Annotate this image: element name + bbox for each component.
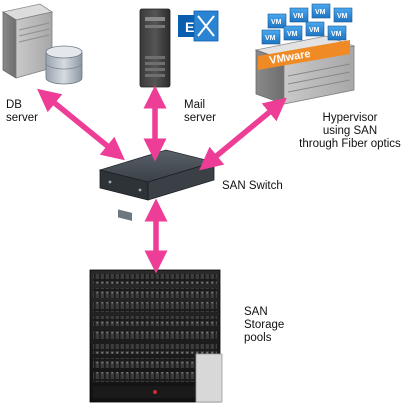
san-switch-label-text: SAN Switch	[222, 180, 283, 192]
vm-label: VM	[271, 19, 282, 26]
hypervisor-label: Hypervisor using SAN through Fiber optic…	[296, 112, 404, 151]
san-storage-array-icon	[89, 269, 223, 403]
db-server-label-line: DB	[6, 99, 22, 111]
exchange-badge-text: E	[185, 19, 194, 35]
mail-server-label: Mail server	[184, 99, 216, 125]
vm-label: VM	[309, 27, 320, 34]
db-server-label-line: server	[6, 112, 38, 124]
vm-label: VM	[287, 31, 298, 38]
san-storage-label-line: Storage	[244, 319, 285, 331]
vm-cube-icon: VM	[261, 29, 281, 45]
db-server-label: DB server	[6, 99, 38, 125]
storage-logo-icon	[153, 390, 157, 394]
vm-label: VM	[315, 9, 326, 16]
vm-label: VM	[265, 35, 276, 42]
hypervisor-label-line: through Fiber optics	[299, 138, 401, 150]
hypervisor-server-icon: VMware	[254, 35, 356, 105]
vm-cube-icon: VM	[283, 25, 303, 41]
mail-server-label-line: server	[184, 112, 216, 124]
db-server-icon	[1, 3, 83, 85]
vm-cube-icon: VM	[311, 3, 331, 19]
vm-label: VM	[293, 13, 304, 20]
san-storage-label-line: pools	[244, 332, 272, 344]
vm-cubes-icon: VM VM VM VM VM VM VM VM	[261, 3, 353, 45]
san-switch-label: SAN Switch	[222, 180, 283, 193]
vm-label: VM	[337, 13, 348, 20]
vm-cube-icon: VM	[333, 7, 353, 23]
connection-arrows	[37, 85, 287, 274]
san-switch-icon	[98, 149, 216, 221]
hypervisor-label-line: Hypervisor	[322, 112, 378, 124]
hypervisor-label-line: using SAN	[322, 125, 378, 137]
mail-server-label-line: Mail	[184, 99, 206, 111]
vm-cube-icon: VM	[267, 13, 287, 29]
vm-cube-icon: VM	[305, 21, 325, 37]
san-storage-label: SAN Storage pools	[244, 306, 284, 345]
arrow-hypervisor-to-switch	[199, 97, 287, 171]
mail-server-icon	[139, 8, 171, 88]
vm-cube-icon: VM	[327, 25, 347, 41]
storage-side-cabinet	[195, 353, 223, 403]
vm-label: VM	[331, 31, 342, 38]
san-storage-label-line: SAN	[244, 306, 268, 318]
arrow-db-to-switch	[37, 88, 125, 161]
exchange-logo-icon: E	[178, 10, 219, 42]
vm-cube-icon: VM	[289, 7, 309, 23]
switch-port-panel	[118, 209, 132, 221]
